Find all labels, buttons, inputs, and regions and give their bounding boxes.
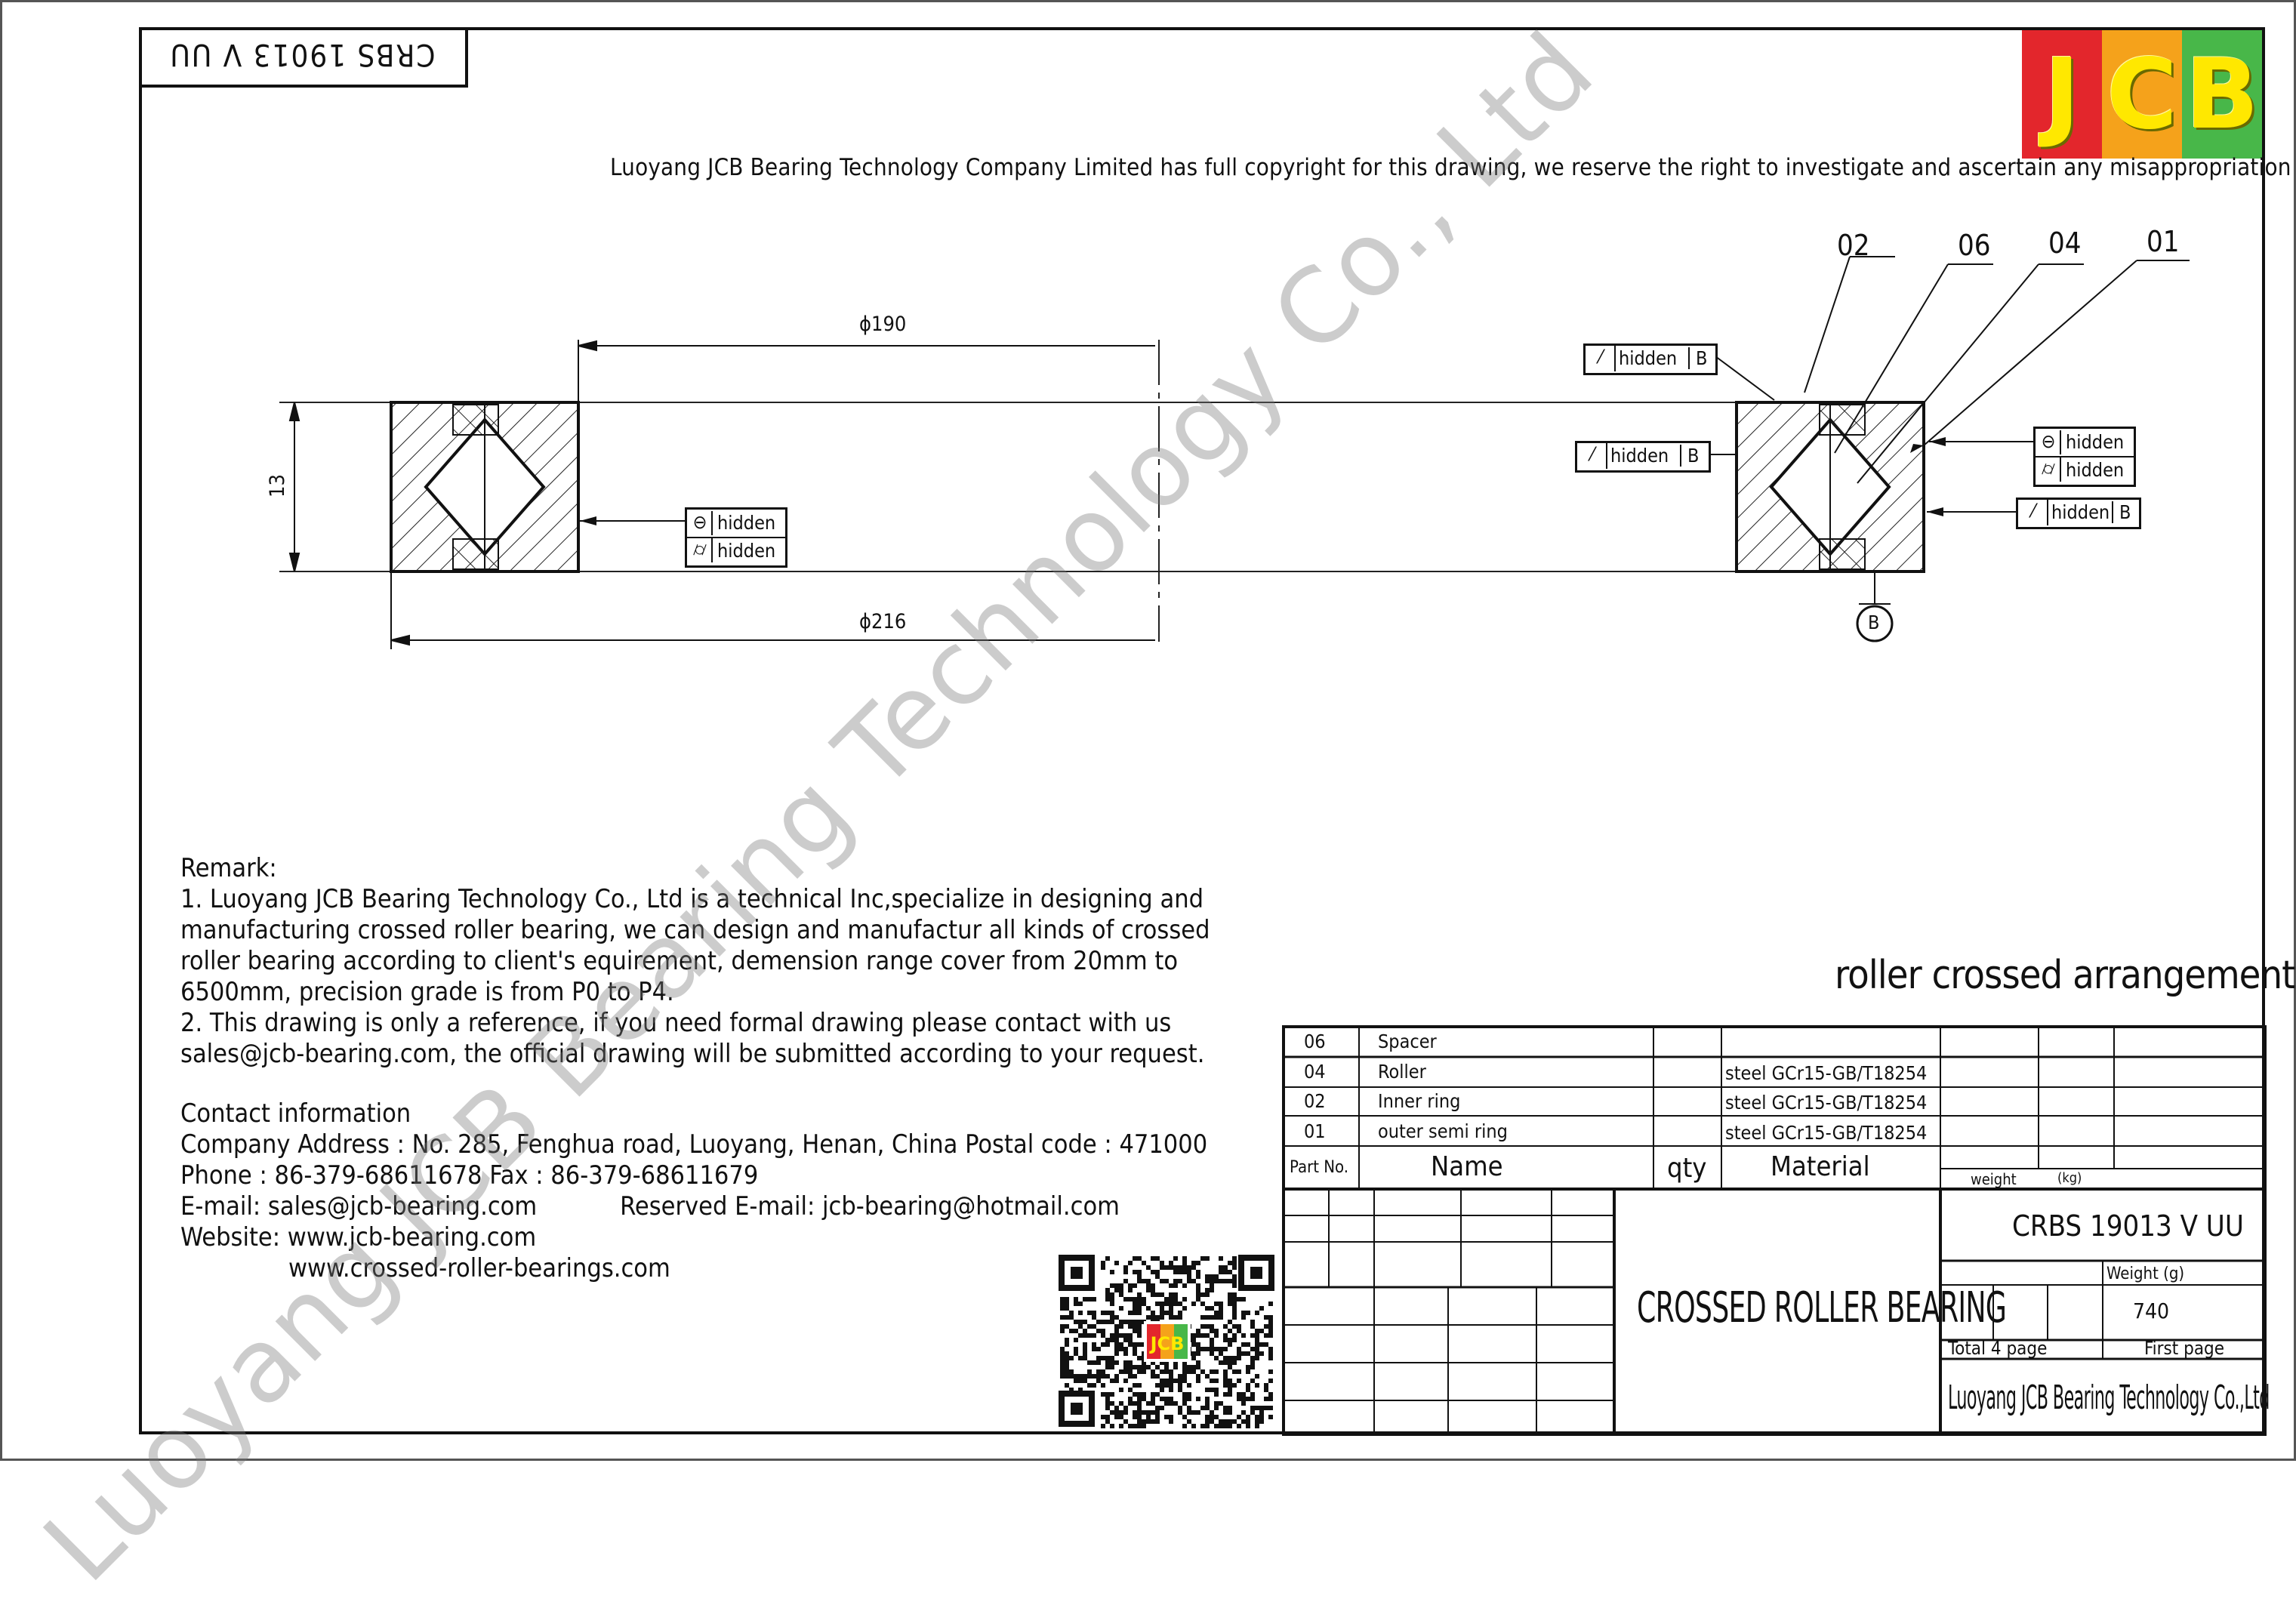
remark-line: sales@jcb-bearing.com, the official draw…: [180, 1039, 1205, 1069]
part-row-no: 04: [1304, 1061, 1326, 1083]
header-part-no: Part No.: [1290, 1158, 1349, 1177]
remark-line: manufacturing crossed roller bearing, we…: [180, 915, 1210, 945]
jcb-logo: J C B: [2022, 30, 2262, 159]
header-weight: weight: [1971, 1170, 2017, 1188]
header-name: Name: [1431, 1151, 1503, 1182]
drawing-frame: [139, 27, 2265, 1434]
logo-letter-c: C: [2102, 30, 2182, 159]
left-cross-section: [390, 401, 580, 573]
part-row-name: outer semi ring: [1378, 1120, 1508, 1142]
contact-reserved-email[interactable]: Reserved E-mail: jcb-bearing@hotmail.com: [620, 1191, 1120, 1221]
first-page: First page: [2144, 1338, 2225, 1359]
title-block-grid: [1282, 1025, 2267, 1436]
flatness-icon: ⊖: [2037, 430, 2061, 454]
hidden-label: hidden: [717, 540, 776, 562]
company-name: Luoyang JCB Bearing Technology Co.,Ltd: [1948, 1379, 2270, 1417]
dimension-bottom-label: ϕ216: [859, 610, 907, 633]
part-row-no: 02: [1304, 1090, 1326, 1112]
part-row-name: Spacer: [1378, 1030, 1437, 1052]
remark-line: 6500mm, precision grade is from P0 to P4…: [180, 977, 674, 1007]
part-row-name: Roller: [1378, 1061, 1426, 1083]
remark-block: Remark: 1. Luoyang JCB Bearing Technolog…: [180, 853, 1210, 1284]
datum-ref: B: [1680, 445, 1699, 467]
contact-website-row: Website: www.jcb-bearing.com: [180, 1222, 1210, 1253]
part-row-name: Inner ring: [1378, 1090, 1461, 1112]
datum-ref: B: [1688, 347, 1707, 369]
website-link-1[interactable]: www.jcb-bearing.com: [287, 1222, 537, 1252]
website-link-2[interactable]: www.crossed-roller-bearings.com: [288, 1253, 670, 1283]
part-row-material: steel GCr15-GB/T18254: [1725, 1062, 1928, 1084]
header-material: Material: [1771, 1151, 1870, 1182]
hidden-label: hidden: [1619, 347, 1678, 369]
flipped-title-box: CRBS 19013 V UU: [139, 27, 468, 88]
runout-icon: ⌭: [689, 538, 713, 562]
callout-06: 06: [1958, 229, 1991, 262]
contact-phone: Phone : 86-379-68611678 Fax : 86-379-686…: [180, 1160, 759, 1191]
weight-value: 740: [2133, 1298, 2170, 1323]
remark-line: roller bearing according to client's equ…: [180, 946, 1179, 976]
logo-letter-j: J: [2022, 30, 2102, 159]
product-title: CROSSED ROLLER BEARING: [1637, 1283, 2007, 1332]
part-row-material: steel GCr15-GB/T18254: [1725, 1092, 1928, 1114]
hidden-label: hidden: [2051, 501, 2110, 523]
datum-label: B: [1868, 612, 1880, 633]
model-number: CRBS 19013 V UU: [2012, 1209, 2244, 1243]
slash-icon: ⁄: [2020, 500, 2048, 525]
contact-address: Company Address : No. 285, Fenghua road,…: [180, 1129, 1208, 1160]
part-row-no: 06: [1304, 1030, 1326, 1052]
qr-code: JCB: [1057, 1253, 1276, 1428]
contact-heading: Contact information: [180, 1098, 411, 1129]
logo-letter-b: B: [2182, 30, 2262, 159]
flatness-icon: ⊖: [689, 511, 713, 535]
hidden-label: hidden: [717, 512, 776, 534]
outer-border: [0, 0, 2296, 1461]
tolerance-box-b1: ⁄ hidden B: [1583, 343, 1718, 375]
callout-01: 01: [2147, 225, 2180, 258]
part-row-no: 01: [1304, 1120, 1326, 1142]
datum-circle: [1856, 605, 1894, 642]
slash-icon: ⁄: [1587, 346, 1616, 371]
tolerance-box-b3: ⁄ hidden B: [2016, 498, 2141, 529]
remark-line: 2. This drawing is only a reference, if …: [180, 1008, 1172, 1038]
leader-lines: [580, 256, 2190, 605]
right-cross-section: [1735, 401, 1925, 573]
header-qty: qty: [1667, 1153, 1707, 1184]
dimension-lines: [288, 340, 1155, 649]
hidden-label: hidden: [1610, 445, 1669, 467]
slash-icon: ⁄: [1579, 443, 1607, 469]
datum-ref: B: [2112, 501, 2131, 523]
remark-heading: Remark:: [180, 853, 277, 883]
qr-logo-text: JCB: [1149, 1333, 1185, 1354]
arrangement-label: roller crossed arrangement: [1835, 953, 2295, 998]
arrowheads: [580, 437, 1946, 525]
dimension-top-label: ϕ190: [859, 313, 907, 336]
hidden-label: hidden: [2066, 459, 2125, 481]
remark-line: 1. Luoyang JCB Bearing Technology Co., L…: [180, 884, 1204, 914]
runout-icon: ⌭: [2037, 457, 2061, 482]
total-pages: Total 4 page: [1948, 1338, 2048, 1359]
contact-email-row: E-mail: sales@jcb-bearing.com Reserved E-…: [180, 1191, 1210, 1222]
weight-label: Weight (g): [2106, 1265, 2185, 1283]
tolerance-box-right: ⊖ hidden ⌭ hidden: [2033, 427, 2136, 487]
tolerance-box-left: ⊖ hidden ⌭ hidden: [685, 507, 787, 568]
hidden-label: hidden: [2066, 431, 2125, 453]
contact-email[interactable]: E-mail: sales@jcb-bearing.com: [180, 1191, 538, 1221]
part-row-material: steel GCr15-GB/T18254: [1725, 1122, 1928, 1144]
bearing-drawing: [279, 256, 2190, 649]
copyright-notice: Luoyang JCB Bearing Technology Company L…: [610, 154, 2296, 181]
website-label: Website:: [180, 1222, 281, 1252]
header-weight-unit: (kg): [2057, 1170, 2082, 1186]
tolerance-box-b2: ⁄ hidden B: [1575, 441, 1711, 473]
callout-04: 04: [2048, 226, 2082, 260]
callout-02: 02: [1837, 229, 1870, 262]
